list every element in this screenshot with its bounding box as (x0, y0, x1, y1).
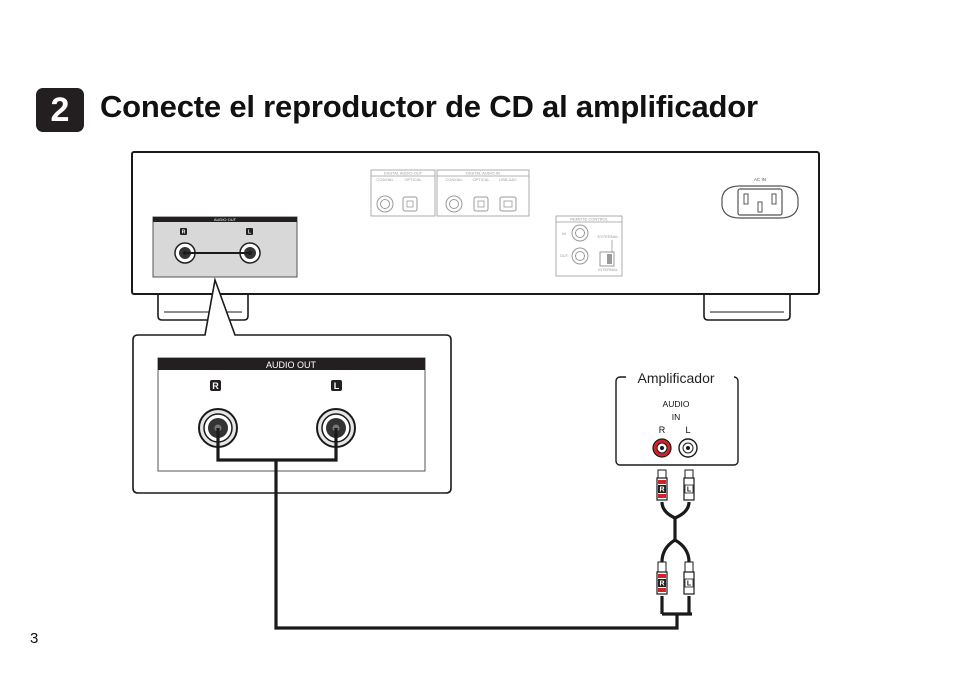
digital-audio-in: DIGITAL AUDIO IN COAXIAL OPTICAL USB-DAC (436, 169, 530, 217)
amplifier-panel: Amplificador AUDIO IN R L (615, 369, 739, 466)
plug-lower-l-label: L (687, 581, 692, 588)
rca-plug-pair-upper: R L (656, 469, 695, 501)
svg-text:L: L (248, 230, 251, 236)
amplifier-l-jack (678, 438, 698, 458)
zoom-channel-l: L (334, 381, 340, 391)
svg-text:AC IN: AC IN (754, 177, 766, 182)
cd-player-rear: AUDIO OUT R L DIGITAL AUDIO OUT COAXIAL … (131, 151, 820, 321)
svg-text:USB-DAC: USB-DAC (499, 177, 517, 182)
amplifier-channel-l: L (685, 425, 690, 435)
amplifier-r-jack (652, 438, 672, 458)
svg-text:R: R (182, 230, 186, 236)
ac-in-socket: AC IN (721, 177, 799, 219)
player-body (131, 151, 820, 295)
svg-text:COAXIAL: COAXIAL (445, 177, 463, 182)
plug-lower-r-label: R (659, 581, 664, 588)
digital-audio-out: DIGITAL AUDIO OUT COAXIAL OPTICAL (370, 169, 436, 217)
svg-text:OPTICAL: OPTICAL (472, 177, 490, 182)
page-title: Conecte el reproductor de CD al amplific… (100, 89, 758, 124)
plug-upper-l-label: L (687, 487, 692, 494)
audio-out-small: AUDIO OUT R L (152, 216, 298, 278)
audio-out-small-label: AUDIO OUT (214, 217, 237, 222)
svg-text:IN: IN (562, 231, 566, 236)
svg-text:OPTICAL: OPTICAL (404, 177, 422, 182)
plug-upper-r-label: R (659, 487, 664, 494)
remote-control-label: REMOTE CONTROL (570, 217, 609, 222)
svg-text:OUT: OUT (560, 253, 569, 258)
amplifier-audio-in-line2: IN (672, 412, 681, 422)
amplifier-channel-r: R (659, 425, 666, 435)
amplifier-label: Amplificador (637, 370, 714, 386)
player-foot-left (157, 294, 249, 321)
step-number-badge: 2 (36, 88, 84, 132)
page-number: 3 (30, 630, 39, 647)
digital-audio-in-label: DIGITAL AUDIO IN (466, 171, 500, 176)
svg-text:COAXIAL: COAXIAL (376, 177, 394, 182)
svg-text:INTERNAL: INTERNAL (598, 267, 619, 272)
zoom-audio-out-label: AUDIO OUT (266, 360, 317, 370)
digital-audio-out-label: DIGITAL AUDIO OUT (384, 171, 423, 176)
zoom-callout: AUDIO OUT R L (132, 276, 452, 494)
amplifier-audio-in-line1: AUDIO (663, 399, 690, 409)
remote-control-panel: REMOTE CONTROL IN OUT EXTERNAL INTERNAL (555, 215, 623, 277)
player-foot-right (703, 294, 791, 321)
rca-plug-pair-lower: R L (656, 561, 695, 595)
svg-text:EXTERNAL: EXTERNAL (597, 234, 619, 239)
zoom-channel-r: R (212, 381, 219, 391)
rca-cable (216, 428, 692, 630)
